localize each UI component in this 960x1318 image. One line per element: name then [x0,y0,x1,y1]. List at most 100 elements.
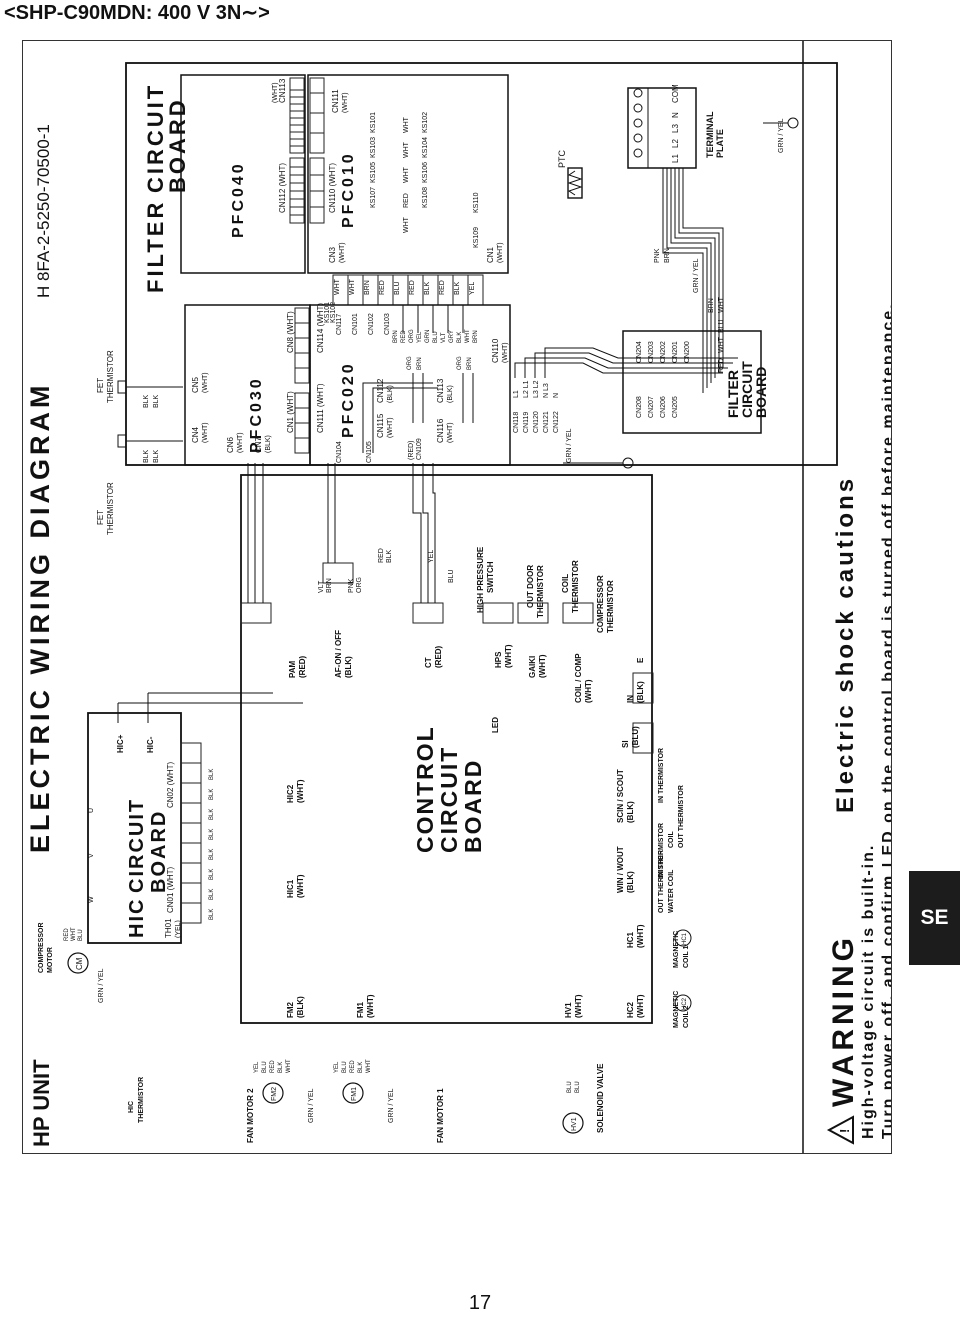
svg-text:CN206: CN206 [660,396,667,418]
svg-text:BLU: BLU [448,569,455,583]
svg-text:RED: RED [64,928,70,941]
svg-text:RED: RED [270,1060,276,1073]
svg-text:HIC1: HIC1 [286,879,295,898]
svg-text:COIL 1: COIL 1 [683,945,690,968]
svg-text:WATER COIL: WATER COIL [668,869,675,913]
svg-text:CN102: CN102 [368,313,375,335]
diagram-title: ELECTRIC WIRING DIAGRAM [25,382,55,853]
pfc010-board [307,74,509,274]
svg-text:HC1: HC1 [626,931,635,948]
svg-text:(BLU): (BLU) [631,726,640,748]
svg-text:KS106: KS106 [422,162,429,183]
svg-text:WHT: WHT [403,116,410,133]
hic-plus-label: HIC+ [116,734,125,753]
svg-text:KS101: KS101 [324,302,331,323]
svg-text:CN203: CN203 [648,341,655,363]
svg-text:L1: L1 [671,154,680,163]
coil-thermistor-label: COIL THERMISTOR [561,560,580,613]
svg-text:BLK: BLK [209,809,215,820]
terminal-plate-label: TERMINAL PLATE [705,109,725,158]
sensor-thermistors: IN THERMISTOR COIL OUT THERMISTOR IN THE… [658,748,690,1028]
svg-text:FM1: FM1 [351,1087,358,1101]
cn111b-label: CN111 (WHT) [316,383,325,433]
svg-text:(WHT): (WHT) [636,994,645,1018]
ptc-heater: PTC [557,149,583,199]
svg-text:SI: SI [621,740,630,748]
solenoid-valve-label: SOLENOID VALVE [596,1063,605,1133]
ks-terminal-rows: KS101 KS102 KS103 KS104 KS105 KS106 KS10… [370,112,480,248]
svg-text:(BLK): (BLK) [296,996,305,1018]
svg-text:BLK: BLK [153,394,160,408]
svg-text:L2 L1: L2 L1 [523,380,530,398]
line-wires [514,347,738,469]
svg-text:(WHT): (WHT) [574,994,583,1018]
svg-text:(WHT): (WHT) [538,654,547,678]
th01-color: (YEL) [175,920,182,938]
svg-text:KS101: KS101 [370,112,377,133]
control-top-labels: PAM (RED) AF-ON / OFF (BLK) CT (RED) HPS… [286,630,645,1018]
svg-text:FM1: FM1 [356,1001,365,1018]
svg-text:CN122: CN122 [553,411,560,433]
svg-text:VLT: VLT [318,580,325,593]
svg-text:KS104: KS104 [422,137,429,158]
high-pressure-switch-label: HIGH PRESSURE SWITCH [476,545,495,613]
cn6-label: CN6 [226,436,235,453]
svg-text:FET: FET [96,510,105,525]
svg-text:RED: RED [439,280,446,295]
svg-text:WHT: WHT [286,1059,292,1073]
terminal-wire-bundle [662,117,799,393]
svg-text:BLK: BLK [209,789,215,800]
svg-text:GRN / YEL: GRN / YEL [566,428,573,463]
terminal-plate: COM N L3 L2 L1 [627,84,697,169]
svg-text:GRY: GRY [449,330,455,343]
svg-text:BLK: BLK [153,449,160,463]
cn1b-label: CN1 (WHT) [286,391,295,433]
fet-thermistor-left: FET THERMISTOR BLK BLK [96,434,183,535]
cn109-label: CN109 [416,438,423,460]
control-board-title: CONTROL CIRCUIT BOARD [412,717,486,853]
hic-blk-wires: BLK BLK BLK BLK BLK BLK BLK BLK [209,769,215,920]
fan-motor-2-label: FAN MOTOR 2 [246,1088,255,1143]
pfc020-right-pins: CN117 CN101 CN102 CN103 KS101 KS102 [324,302,391,335]
section-tab: SE [909,871,960,965]
svg-text:KS103: KS103 [370,137,377,158]
pfc020-line-terminals: CN118 CN119 CN120 CN121 CN122 L1 L2 L1 L… [513,380,573,463]
hic-output-pins [180,742,202,924]
svg-text:WHT: WHT [334,278,341,295]
svg-text:CN101: CN101 [352,313,359,335]
svg-text:IN THERMISTOR: IN THERMISTOR [658,748,665,803]
filter-board-small [622,330,762,434]
svg-text:HC1: HC1 [682,932,688,945]
unit-label: HP UNIT [29,1059,54,1147]
svg-text:OUT THERMISTOR: OUT THERMISTOR [658,850,665,913]
svg-text:(WHT): (WHT) [296,874,305,898]
pfc040-label: PFC040 [230,161,247,238]
svg-text:WHT: WHT [403,141,410,158]
svg-text:THERMISTOR: THERMISTOR [106,482,115,535]
svg-text:RED: RED [403,193,410,208]
svg-text:LED: LED [491,717,500,733]
svg-text:CN121: CN121 [543,411,550,433]
svg-text:HPS: HPS [494,651,503,668]
svg-text:BLU: BLU [262,1061,268,1073]
svg-text:(RED): (RED) [298,655,307,678]
svg-text:CN201: CN201 [672,341,679,363]
cn115-label: CN115 [376,413,385,438]
cn113-pins [289,77,305,224]
svg-text:RED: RED [718,358,725,373]
svg-text:RED: RED [409,280,416,295]
svg-text:COIL: COIL [668,831,675,848]
svg-text:HV1: HV1 [564,1002,573,1018]
warning-line-1: High-voltage circuit is built-in. [860,844,877,1139]
svg-text:(BLK): (BLK) [626,801,635,823]
pfc020-wire-colors: ORG BRN ORG BRN [407,356,473,370]
pfc040-board [180,74,306,274]
fm1-ground: GRN / YEL [388,1088,395,1123]
svg-text:AF-ON / OFF: AF-ON / OFF [334,630,343,678]
svg-text:N: N [671,112,680,118]
cn104-label: CN104 [336,441,343,463]
svg-text:SCIN / SCOUT: SCIN / SCOUT [616,769,625,823]
fan-motor-wires: YEL BLU RED BLK WHT YEL BLU RED BLK WHT [254,1059,372,1073]
svg-text:BRN: BRN [664,248,671,263]
cn115-color: (WHT) [387,417,394,438]
